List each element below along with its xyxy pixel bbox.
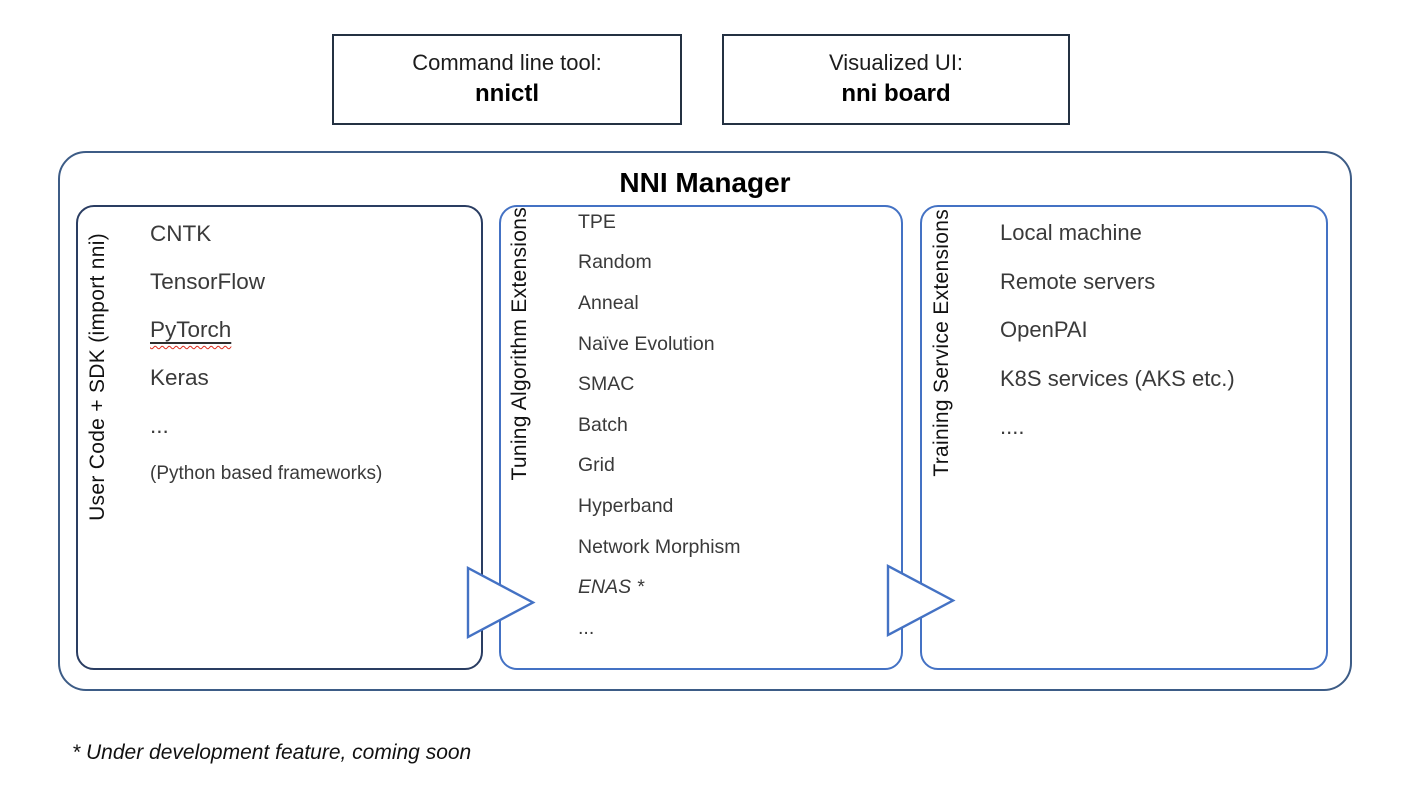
list-item: Anneal (578, 291, 639, 314)
list-item: Network Morphism (578, 535, 741, 558)
training-service-extensions-box (920, 205, 1328, 670)
list-item: TensorFlow (150, 269, 266, 294)
list-item: Remote servers (1000, 268, 1156, 294)
list-item: ... (150, 413, 169, 438)
list-item: Batch (578, 413, 628, 436)
list-item: TPE (578, 210, 616, 233)
list-item: PyTorch (150, 317, 232, 342)
user-code-sdk-vertical-label: User Code + SDK (import nni) (86, 233, 109, 521)
list-item: Naïve Evolution (578, 332, 715, 355)
user-code-sdk-box (76, 205, 483, 670)
list-item: ... (578, 616, 595, 639)
command-line-tool-box: Command line tool: nnictl (332, 34, 682, 125)
list-item: OpenPAI (1000, 317, 1088, 343)
footnote: * Under development feature, coming soon (72, 741, 472, 764)
list-item: .... (1000, 414, 1025, 440)
list-item: (Python based frameworks) (150, 463, 383, 484)
list-item: Keras (150, 365, 209, 390)
list-item: Grid (578, 454, 615, 477)
tuning-algorithm-extensions-box (499, 205, 903, 670)
list-item: Random (578, 251, 652, 274)
visualized-ui-label: Visualized UI: (828, 50, 964, 76)
flow-arrow-icon (466, 566, 536, 639)
training-service-extensions-vertical-label: Training Service Extensions (930, 209, 953, 477)
list-item: Hyperband (578, 494, 674, 517)
nni-manager-title: NNI Manager (619, 167, 791, 198)
nnictl-name: nnictl (475, 80, 539, 108)
list-item: SMAC (578, 373, 635, 396)
visualized-ui-box: Visualized UI: nni board (722, 34, 1070, 125)
list-item: K8S services (AKS etc.) (1000, 365, 1235, 391)
list-item: ENAS * (578, 576, 645, 599)
list-item: CNTK (150, 221, 212, 246)
flow-arrow-icon (886, 564, 956, 637)
command-line-tool-label: Command line tool: (412, 50, 602, 76)
nni-board-name: nni board (841, 80, 951, 108)
list-item: Local machine (1000, 220, 1142, 246)
tuning-algorithm-extensions-vertical-label: Tuning Algorithm Extensions (508, 207, 531, 481)
